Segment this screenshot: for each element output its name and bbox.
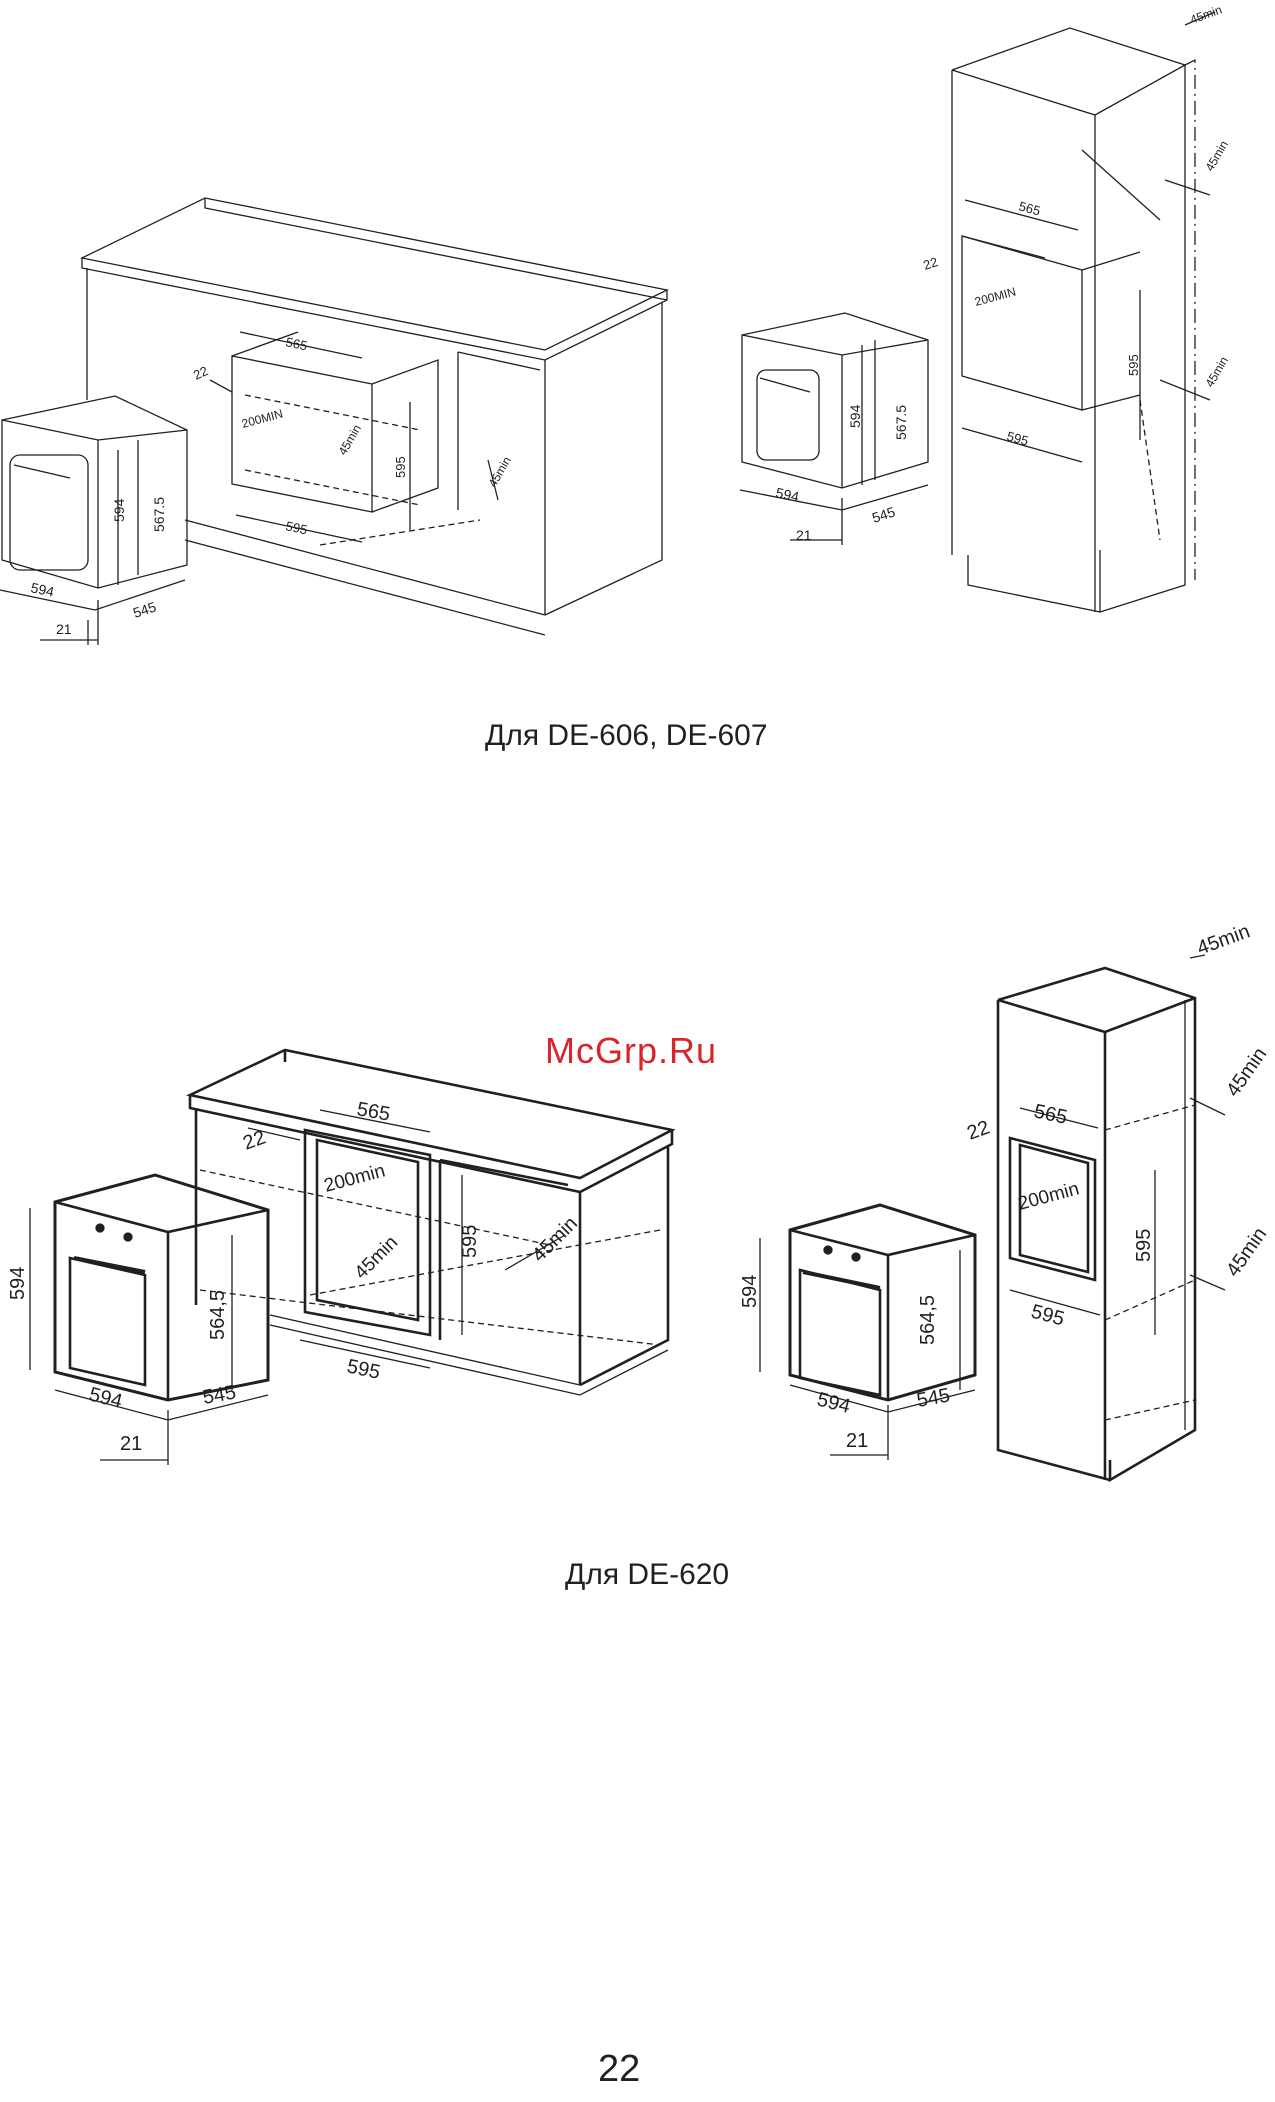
dim-label: 545: [870, 503, 897, 526]
dim-label: 21: [796, 527, 812, 543]
dim-label: 595: [459, 1225, 481, 1258]
page-number: 22: [598, 2048, 640, 2091]
dim-label: 45min: [1202, 138, 1230, 173]
dim-label: 545: [201, 1381, 238, 1408]
drawing-top-left: [0, 198, 667, 645]
dim-label: 45min: [485, 454, 513, 489]
dim-label: 21: [120, 1433, 142, 1455]
dim-label: 594: [774, 484, 800, 505]
dim-label: 595: [1126, 354, 1141, 376]
drawing-bottom-left: [30, 1050, 672, 1465]
dim-label: 565: [284, 334, 308, 353]
dim-label: 545: [915, 1384, 952, 1411]
watermark: McGrp.Ru: [545, 1030, 717, 1072]
dim-label: 595: [284, 518, 308, 537]
dim-label: 200min: [1016, 1178, 1082, 1214]
dim-label: 45min: [1202, 354, 1230, 389]
dim-label: 45min: [1188, 2, 1224, 26]
dim-label: 595: [1029, 1301, 1067, 1331]
dim-label: 564,5: [207, 1290, 229, 1340]
dim-label: 200MIN: [240, 406, 284, 430]
dim-label: 45min: [1222, 1224, 1271, 1281]
dim-label: 595: [1005, 428, 1030, 448]
dim-label: 594: [739, 1275, 761, 1308]
drawing-top-right: [740, 12, 1215, 612]
dim-label: 22: [240, 1126, 268, 1154]
dim-label: 200min: [322, 1160, 388, 1196]
dim-label: 45min: [528, 1212, 582, 1266]
dim-label: 22: [191, 363, 210, 383]
dim-label: 45min: [1194, 920, 1253, 959]
caption-bottom: Для DE-620: [565, 1558, 729, 1592]
dim-label: 594: [815, 1389, 853, 1418]
dim-label: 565: [1032, 1100, 1069, 1128]
dim-label: 22: [964, 1116, 992, 1144]
caption-top: Для DE-606, DE-607: [485, 719, 768, 753]
dim-label: 567.5: [893, 405, 909, 440]
dim-label: 567.5: [151, 497, 167, 532]
dim-label: 594: [7, 1267, 29, 1300]
dim-label: 200MIN: [973, 284, 1017, 308]
dim-label: 595: [393, 456, 408, 478]
dim-label: 564,5: [917, 1295, 939, 1345]
dim-label: 21: [56, 621, 72, 637]
dim-label: 595: [1133, 1229, 1155, 1262]
dim-label: 595: [345, 1355, 382, 1383]
dim-label: 594: [111, 498, 127, 522]
dim-label: 45min: [335, 422, 363, 457]
dim-label: 545: [131, 598, 158, 621]
dim-label: 594: [847, 404, 863, 428]
dim-label: 565: [355, 1098, 392, 1125]
dim-label: 21: [846, 1430, 868, 1452]
dim-label: 45min: [351, 1232, 402, 1283]
dim-label: 45min: [1222, 1044, 1271, 1101]
dim-label: 22: [921, 254, 939, 273]
